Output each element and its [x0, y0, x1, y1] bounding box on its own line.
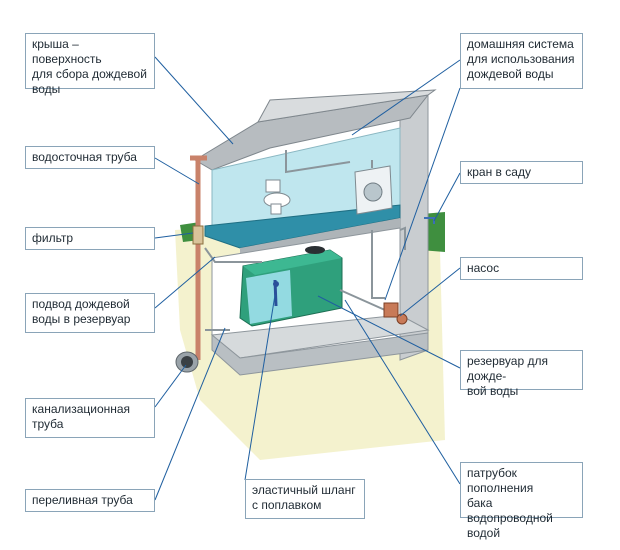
- toilet: [263, 179, 291, 215]
- pump: [383, 302, 408, 325]
- label-inflow: подвод дождевой воды в резервуар: [25, 293, 155, 333]
- label-roof: крыша – поверхность для сбора дождевой в…: [25, 33, 155, 96]
- roof-top: [257, 89, 437, 123]
- label-filter: фильтр: [25, 227, 155, 250]
- label-hose: эластичный шланг с поплавком: [245, 479, 365, 519]
- rainwater-tank: [239, 246, 343, 327]
- label-garden-tap: кран в саду: [460, 161, 583, 184]
- label-refill: патрубок пополнения бака водопроводной в…: [460, 462, 583, 540]
- garden-tap: [424, 217, 435, 224]
- label-downpipe: водосточная труба: [25, 146, 155, 169]
- label-tank: резервуар для дожде- вой воды: [460, 350, 583, 398]
- sewer-pipe: [175, 351, 199, 373]
- washing-machine: [354, 165, 393, 215]
- filter: [192, 225, 204, 245]
- label-sewer: канализационная труба: [25, 398, 155, 438]
- leader-lines: [154, 56, 461, 501]
- label-household: домашняя система для использования дожде…: [460, 33, 583, 89]
- label-pump: насос: [460, 257, 583, 280]
- label-overflow: переливная труба: [25, 489, 155, 512]
- pipes: [204, 150, 406, 331]
- basement-foundation: [211, 332, 429, 376]
- downpipe: [190, 155, 207, 360]
